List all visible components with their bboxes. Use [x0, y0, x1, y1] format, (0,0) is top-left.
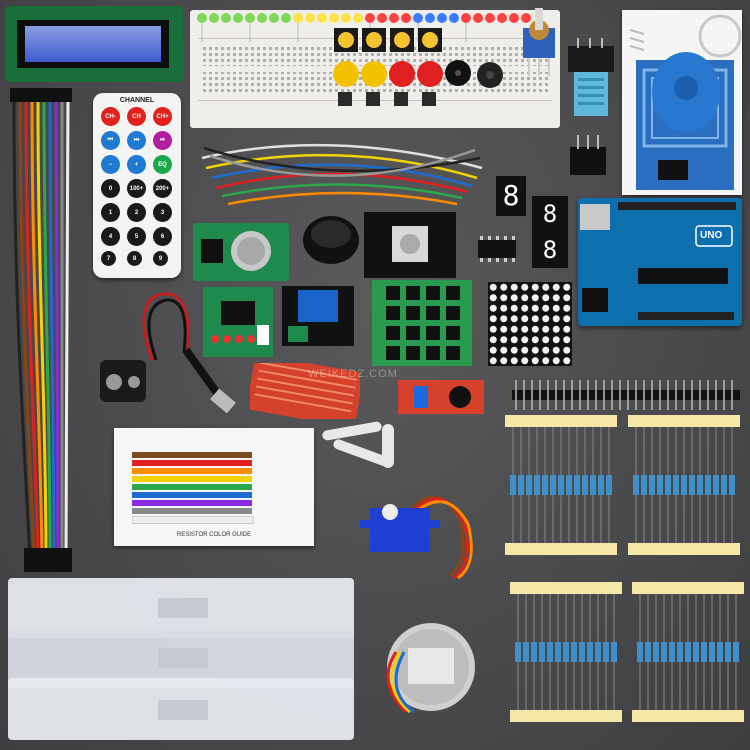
remote-button: 7	[101, 251, 116, 266]
resistor-strips	[510, 582, 622, 722]
sound-sensor	[398, 380, 484, 414]
water-sensor	[250, 363, 360, 419]
watermark: WEIKEDZ.COM	[308, 368, 398, 380]
resistor-strips	[505, 415, 617, 555]
lcd-module	[5, 6, 183, 82]
stepper-motor	[386, 623, 475, 714]
remote-button: 100+	[127, 179, 146, 198]
servo-horns	[322, 421, 394, 468]
remote-button: 6	[153, 227, 172, 246]
rfid-tag	[652, 14, 742, 132]
resistor-color-guide-card: RESISTOR COLOR GUIDE	[114, 428, 314, 546]
jumper-wires	[201, 143, 483, 206]
resistor-strips	[628, 415, 740, 555]
remote-title: CHANNEL	[119, 97, 155, 104]
remote-button: EQ	[153, 155, 172, 174]
header-pins	[512, 380, 740, 410]
rotary-encoder-module	[364, 212, 456, 278]
relay-module	[282, 286, 354, 346]
remote-button: 3	[153, 203, 172, 222]
remote-button: 1	[101, 203, 120, 222]
servo-motor	[360, 495, 473, 580]
chart-card-footer: RESISTOR COLOR GUIDE	[176, 532, 252, 538]
remote-button: ⏯	[153, 131, 172, 150]
stepper-driver-module	[203, 287, 273, 357]
rtc-module	[193, 223, 289, 281]
remote-button: CH+	[153, 107, 172, 126]
seven-segment-single: 8	[496, 176, 526, 216]
remote-button: 5	[127, 227, 146, 246]
remote-button: +	[127, 155, 146, 174]
remote-button: 9	[153, 251, 168, 266]
buzzer	[445, 60, 503, 88]
remote-button: 4	[101, 227, 120, 246]
plastic-trays	[8, 578, 354, 740]
remote-control: CHANNEL CH- CH CH+ ⏮ ⏭ ⏯ − + EQ 0 100+ 2…	[93, 93, 181, 278]
led-strip	[197, 13, 531, 42]
ribbon-cable	[10, 88, 72, 572]
potentiometer	[523, 8, 555, 76]
remote-button: 2	[127, 203, 146, 222]
board-label: UNO	[700, 230, 723, 241]
battery-clip	[100, 292, 236, 414]
sensor-module-small	[570, 135, 606, 175]
dht-sensor	[568, 38, 614, 116]
remote-button: 0	[101, 179, 120, 198]
button-caps	[333, 28, 443, 106]
joystick	[303, 216, 359, 264]
remote-button: ⏭	[127, 131, 146, 150]
arduino-uno-board: UNO	[578, 198, 742, 326]
keypad-module	[372, 280, 472, 366]
remote-button: 8	[127, 251, 142, 266]
remote-button: CH-	[101, 107, 120, 126]
remote-button: −	[101, 155, 120, 174]
ic-chip	[478, 236, 516, 262]
remote-button: CH	[127, 107, 146, 126]
remote-button: 200+	[153, 179, 172, 198]
resistor-strips	[632, 582, 744, 722]
remote-button: ⏮	[101, 131, 120, 150]
led-matrix	[488, 282, 572, 366]
